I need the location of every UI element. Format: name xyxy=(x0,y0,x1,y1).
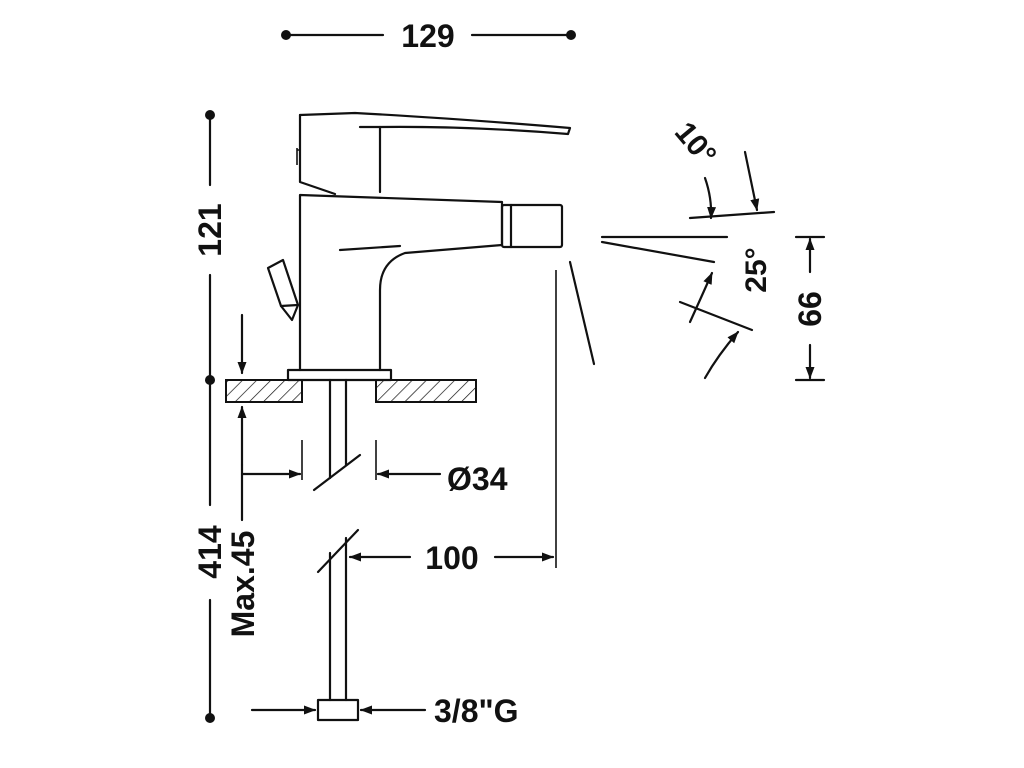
height-total-label: 414 xyxy=(192,525,228,579)
hole-diameter-label: Ø34 xyxy=(447,461,508,497)
dimension-spout-height: 66 xyxy=(792,235,828,382)
width-top-label: 129 xyxy=(401,18,454,54)
supply-hose xyxy=(312,378,362,722)
deck-thickness-label: Max.45 xyxy=(225,531,261,638)
dimension-deck-thickness: Max.45 xyxy=(225,313,261,638)
height-body-label: 121 xyxy=(192,203,228,256)
deck-section xyxy=(225,379,477,403)
mixer-body xyxy=(266,111,572,382)
spray-angle-detail: 10° 25° xyxy=(568,116,776,380)
connection-label: 3/8"G xyxy=(434,693,519,729)
dimension-connection: 3/8"G xyxy=(250,693,519,729)
angle-lower-label: 25° xyxy=(740,247,773,292)
dimension-spout-reach: 100 xyxy=(348,270,557,576)
dimension-width-top: 129 xyxy=(281,18,576,54)
spout-height-label: 66 xyxy=(792,291,828,327)
dimension-hole-diameter: Ø34 xyxy=(240,440,508,497)
dimension-height-body: 121 xyxy=(192,110,228,385)
dimension-height-total: 414 xyxy=(192,378,228,723)
spout-reach-label: 100 xyxy=(425,540,478,576)
angle-upper-label: 10° xyxy=(668,116,722,172)
